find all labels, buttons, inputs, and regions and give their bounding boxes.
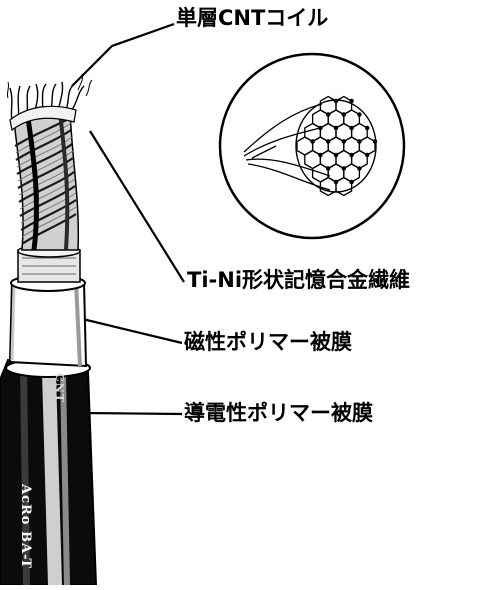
cnt-hex-lattice (296, 95, 378, 197)
magnetic-film-edge (74, 281, 82, 367)
tini-fiber-bundle (13, 109, 80, 251)
label-cnt-coil: 単層CNTコイル (176, 6, 329, 30)
cnt-atom (349, 179, 354, 185)
cnt-hex-cell (335, 176, 353, 197)
cnt-atom (349, 98, 354, 104)
jacket-print-secondary: CNT (53, 373, 66, 403)
cnt-atom (357, 112, 362, 117)
label-magnetic-film: 磁性ポリマー被膜 (184, 330, 352, 354)
cnt-atom (364, 125, 370, 131)
cnt-tube-outline (243, 103, 331, 191)
jacket-band (60, 374, 70, 585)
jacket-band (20, 366, 30, 585)
label-conductive-film: 導電性ポリマー被膜 (184, 401, 373, 425)
label-tini-fiber: Ti-Ni形状記憶合金繊維 (187, 268, 411, 292)
cnt-tube-end (295, 99, 377, 193)
cnt-atom (357, 166, 362, 171)
cnt-atom (364, 152, 370, 158)
leader-line-tini-fiber (89, 130, 185, 283)
magnetic-film-edge (10, 285, 16, 361)
leader-line-cnt-coil (71, 22, 175, 87)
jacket-band (42, 372, 62, 585)
cnt-magnified-view (218, 52, 406, 240)
jacket-print-main: AcRo BA-T (18, 484, 33, 569)
cable (0, 73, 98, 586)
leader-line-conductive-film (81, 411, 183, 416)
